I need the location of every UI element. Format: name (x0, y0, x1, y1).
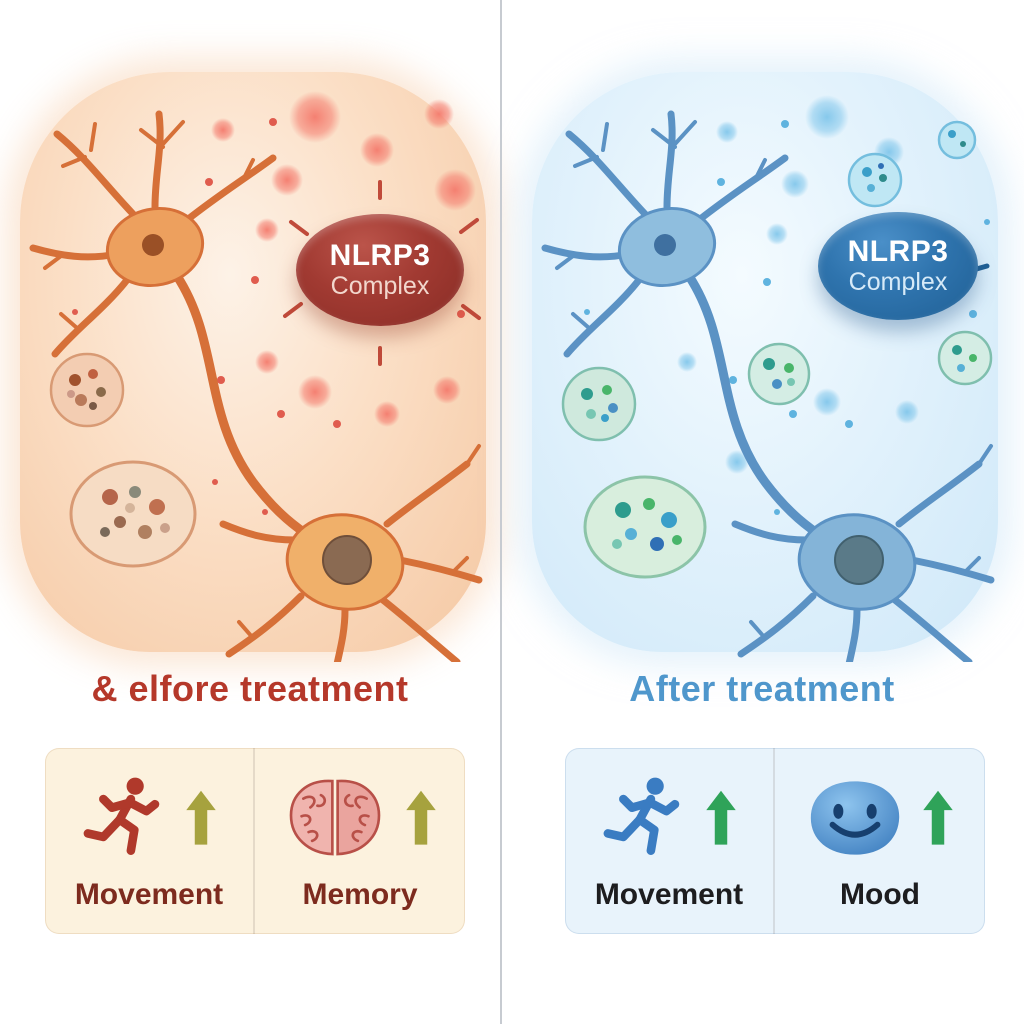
before-movement-label: Movement (74, 878, 224, 911)
panel-divider (500, 0, 502, 1024)
up-arrow-icon (186, 790, 216, 845)
before-cell-small (49, 352, 125, 428)
running-figure-icon (83, 777, 160, 855)
up-arrow-icon (706, 790, 736, 845)
after-movement-label: Movement (594, 878, 744, 911)
before-movement-icons (80, 770, 218, 866)
before-memory-label: Memory (302, 878, 418, 911)
after-cell-topright-2 (937, 120, 977, 160)
after-movement-icons (600, 770, 738, 866)
before-neuron-somas (105, 207, 405, 611)
up-arrow-icon (406, 790, 436, 845)
badge-spikes (283, 180, 481, 366)
after-cell-mid-1 (747, 342, 811, 406)
after-cell-left-small (561, 366, 637, 442)
after-cell-topright-1 (847, 152, 903, 208)
before-neuron-illustration (29, 91, 483, 662)
after-neuron-illustration (541, 95, 995, 662)
nlrp3-badge-line1: NLRP3 (329, 239, 431, 273)
after-neuron-somas (617, 207, 917, 611)
smiley-face-icon (810, 781, 900, 855)
up-arrow-icon (923, 790, 953, 845)
after-panel: NLRP3 Complex After treatment (512, 0, 1012, 1024)
nlrp3-badge-line2: Complex (330, 272, 430, 301)
after-caption: After treatment (629, 668, 895, 709)
before-stats-panel: Movement (45, 748, 465, 934)
after-stats-panel: Movement (565, 748, 985, 934)
brain-icon (289, 779, 381, 856)
after-movement-stat: Movement (565, 748, 775, 934)
after-mood-stat: Mood (775, 748, 985, 934)
inflammation-dots (211, 91, 476, 427)
after-mood-label: Mood (840, 878, 920, 911)
nlrp3-badge-line1: NLRP3 (847, 235, 949, 269)
before-memory-stat: Memory (255, 748, 465, 934)
calm-specks (584, 120, 990, 515)
nlrp3-badge-line2: Complex (848, 268, 948, 297)
after-cell-mid-2 (937, 330, 993, 386)
inflammation-specks (72, 118, 465, 515)
running-figure-icon (603, 777, 680, 855)
after-neurons (541, 110, 995, 662)
after-mood-icons (805, 770, 955, 866)
before-panel: NLRP3 Complex & elfore treatment (0, 0, 500, 1024)
before-caption: & elfore treatment (91, 668, 409, 709)
after-cell-left-large (583, 475, 707, 579)
nlrp3-badge-after: NLRP3 Complex (818, 212, 978, 320)
before-memory-icons (282, 770, 438, 866)
before-neurons (29, 110, 483, 662)
before-cell-large (69, 460, 197, 568)
nlrp3-badge-before: NLRP3 Complex (296, 214, 464, 326)
before-movement-stat: Movement (45, 748, 255, 934)
